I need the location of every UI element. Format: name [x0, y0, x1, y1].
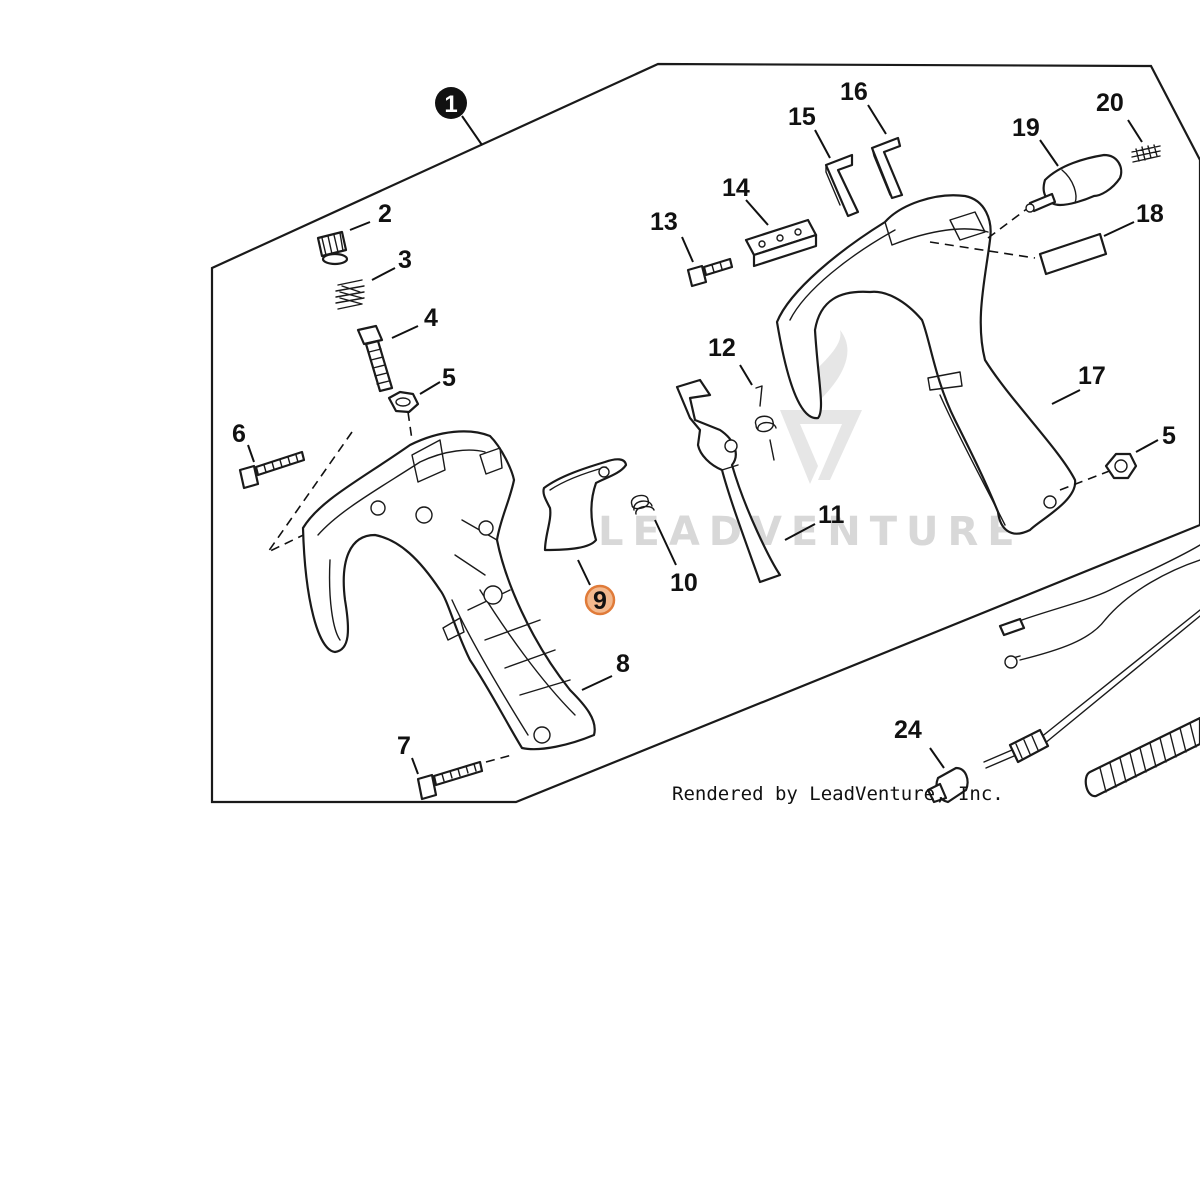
part-15-clip[interactable]: [824, 153, 860, 218]
leader-line: [1135, 439, 1159, 453]
callout-15[interactable]: 15: [788, 103, 816, 131]
part-4-bolt[interactable]: [356, 324, 394, 393]
assembly-path-dashed: [1059, 469, 1113, 491]
callout-2[interactable]: 2: [378, 200, 392, 228]
callout-4[interactable]: 4: [424, 304, 438, 332]
part-14-plate[interactable]: [744, 218, 818, 268]
svg-text:1: 1: [444, 91, 457, 118]
callout-14[interactable]: 14: [722, 174, 750, 202]
callout-20[interactable]: 20: [1096, 89, 1124, 117]
wire-harness[interactable]: [998, 544, 1200, 669]
assembly-path-dashed: [987, 207, 1029, 239]
leader-line: [461, 115, 483, 146]
cable-housing[interactable]: [1084, 716, 1200, 798]
leader-line: [391, 325, 419, 339]
callout-9-highlight-ring: [584, 584, 616, 616]
part-7-screw[interactable]: [416, 760, 484, 801]
leader-line: [745, 199, 769, 226]
part-11-throttle-trigger[interactable]: [675, 378, 782, 584]
part-17-handle-housing[interactable]: [775, 194, 1077, 535]
callout-18[interactable]: 18: [1136, 200, 1164, 228]
part-18-pad[interactable]: [1038, 232, 1108, 276]
render-credit: Rendered by LeadVenture, Inc.: [672, 783, 1004, 805]
assembly-path-dashed: [929, 241, 1036, 259]
leader-line: [581, 675, 613, 691]
part-9-trigger-lever[interactable]: [542, 458, 628, 552]
leader-line: [1127, 119, 1143, 143]
callout-19[interactable]: 19: [1012, 114, 1040, 142]
leader-line: [867, 104, 887, 135]
leader-line: [371, 267, 396, 281]
watermark-logo: [780, 330, 862, 484]
leader-line: [1039, 139, 1059, 167]
callout-9-highlighted[interactable]: 9: [584, 584, 616, 616]
part-19-lockout-button[interactable]: [1025, 153, 1123, 213]
callout-17[interactable]: 17: [1078, 362, 1106, 390]
leader-line: [349, 221, 371, 231]
part-6-screw[interactable]: [238, 450, 306, 490]
callout-5-left[interactable]: 5: [442, 364, 456, 392]
leader-line: [411, 757, 419, 775]
callout-12[interactable]: 12: [708, 334, 736, 362]
assembly-boundary: [210, 62, 1200, 804]
callout-3[interactable]: 3: [398, 246, 412, 274]
leader-line: [247, 444, 255, 463]
leader-line: [1051, 389, 1081, 405]
callout-16[interactable]: 16: [840, 78, 868, 106]
part-3-spring[interactable]: [335, 279, 365, 310]
assembly-path-dashed: [265, 431, 373, 555]
leader-line: [739, 364, 753, 386]
part-10-spring[interactable]: [630, 494, 655, 515]
watermark-text: LEADVENTURE: [598, 509, 1024, 555]
leader-line: [929, 747, 945, 769]
assembly-path-dashed: [485, 754, 513, 763]
leader-line: [419, 381, 441, 395]
assembly-callout[interactable]: 1: [435, 87, 467, 119]
part-24-end-cap[interactable]: [926, 766, 969, 804]
part-13-screw[interactable]: [686, 257, 734, 288]
leader-line: [654, 519, 677, 566]
callout-9: 9: [593, 587, 607, 615]
callout-8[interactable]: 8: [616, 650, 630, 678]
part-12-pin-spring[interactable]: [754, 385, 777, 461]
assembly-path-dashed: [407, 411, 413, 441]
part-5-nut-left[interactable]: [387, 390, 420, 414]
leader-line: [681, 236, 694, 263]
part-8-handle-housing[interactable]: [301, 430, 596, 751]
callout-13[interactable]: 13: [650, 208, 678, 236]
part-2-cap[interactable]: [316, 230, 349, 266]
leader-line: [1103, 221, 1135, 237]
leader-line: [577, 559, 591, 586]
callout-5-right[interactable]: 5: [1162, 422, 1176, 450]
throttle-cable[interactable]: [983, 609, 1200, 769]
part-20-spring[interactable]: [1131, 144, 1161, 163]
callout-11[interactable]: 11: [818, 501, 845, 529]
part-16-clip[interactable]: [870, 136, 904, 200]
callout-24[interactable]: 24: [894, 716, 922, 744]
part-5-nut-right[interactable]: [1104, 452, 1138, 480]
callout-7[interactable]: 7: [397, 732, 411, 760]
callout-10[interactable]: 10: [670, 569, 698, 597]
leader-line: [784, 523, 816, 541]
callout-6[interactable]: 6: [232, 420, 246, 448]
leader-line: [814, 129, 831, 159]
